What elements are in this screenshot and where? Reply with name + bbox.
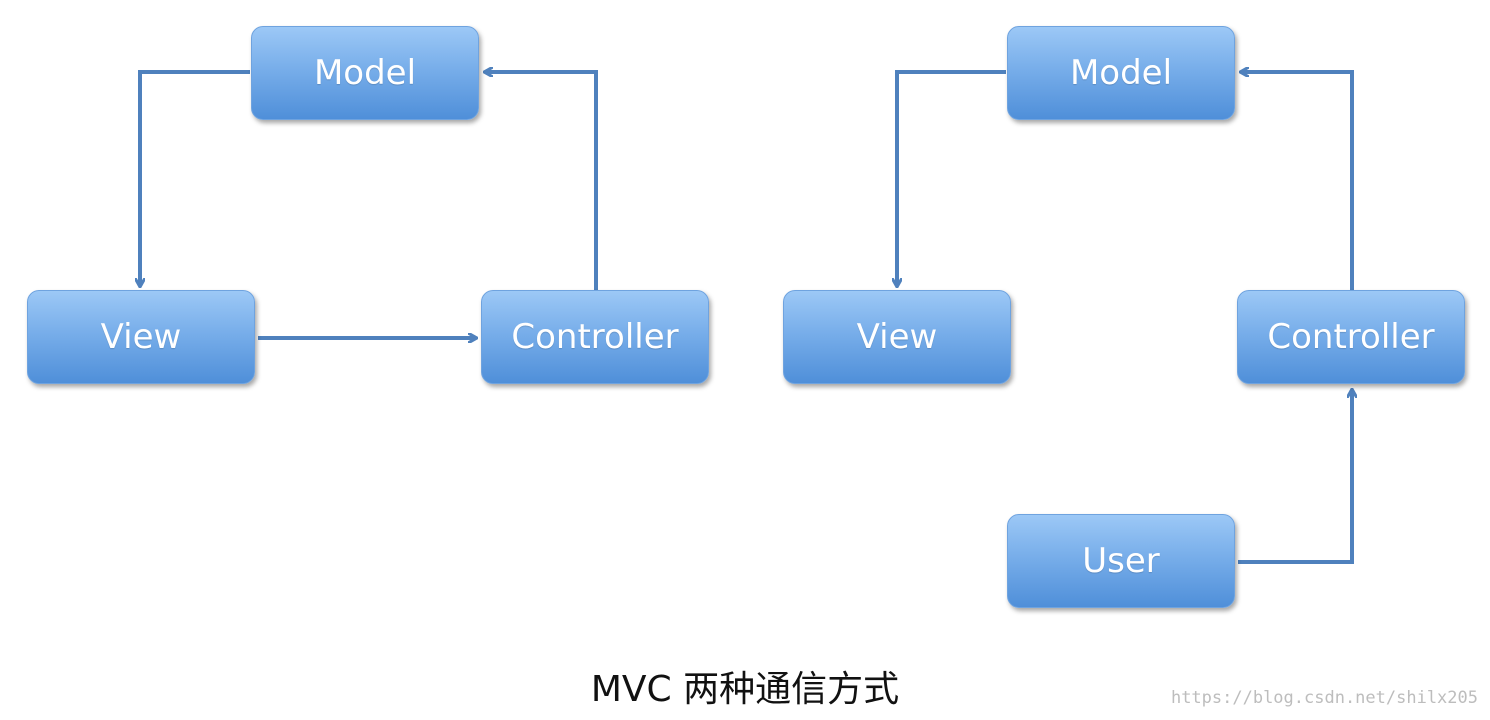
left-view-label: View	[100, 317, 182, 357]
right-controller-box: Controller	[1237, 290, 1465, 384]
arrow-left-controller-to-model	[485, 72, 598, 290]
left-model-box: Model	[251, 26, 479, 120]
arrow-right-model-to-view	[897, 70, 1006, 286]
diagram-caption: MVC 两种通信方式	[590, 669, 900, 710]
arrow-right-controller-to-model	[1241, 72, 1354, 290]
watermark-url: https://blog.csdn.net/shilx205	[1170, 688, 1478, 708]
left-model-label: Model	[313, 53, 417, 93]
arrow-left-model-to-view	[140, 70, 250, 286]
left-controller-box: Controller	[481, 290, 709, 384]
right-controller-label: Controller	[1267, 317, 1435, 357]
right-user-box: User	[1007, 514, 1235, 608]
left-controller-label: Controller	[511, 317, 679, 357]
right-view-box: View	[783, 290, 1011, 384]
arrow-right-user-to-controller	[1238, 390, 1352, 564]
left-view-box: View	[27, 290, 255, 384]
right-model-label: Model	[1069, 53, 1173, 93]
right-user-label: User	[1082, 541, 1160, 581]
right-view-label: View	[856, 317, 938, 357]
right-model-box: Model	[1007, 26, 1235, 120]
